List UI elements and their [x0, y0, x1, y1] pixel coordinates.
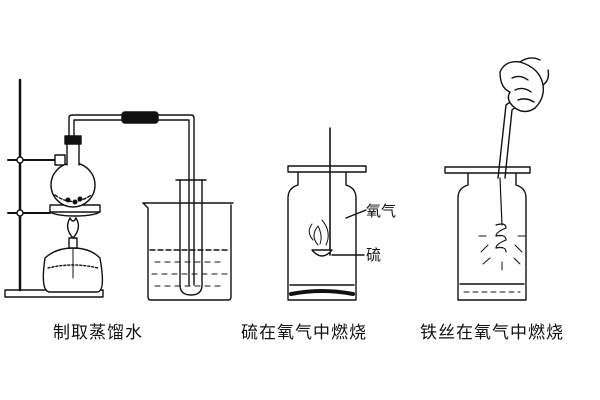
- cold-water-beaker: [142, 202, 234, 301]
- iron-wire-burning-caption: 铁丝在氧气中燃烧: [420, 323, 564, 343]
- oxygen-pointer: [345, 209, 367, 219]
- crucible-tongs: [497, 97, 517, 179]
- rubber-connector: [121, 111, 159, 124]
- sparks: [478, 235, 526, 271]
- sulfur-label: 硫: [366, 246, 382, 264]
- upper-clamp: [7, 154, 66, 166]
- distillation-apparatus: [4, 78, 234, 301]
- iron-wire-coil: [495, 177, 507, 253]
- distillation-caption: 制取蒸馏水: [53, 323, 143, 343]
- glass-plate: [287, 165, 367, 173]
- hand-holding-tongs: [499, 57, 550, 113]
- collection-tube: [179, 179, 203, 296]
- gas-jar-2: [457, 172, 527, 301]
- iron-wire-jar-apparatus: [444, 57, 550, 301]
- combustion-spoon: [311, 249, 333, 257]
- sulfur-burning-caption: 硫在氧气中燃烧: [241, 323, 367, 343]
- gas-jar: [287, 171, 357, 301]
- oxygen-label: 氧气: [366, 202, 397, 220]
- glass-plate-2: [444, 166, 531, 174]
- alcohol-lamp: [42, 217, 104, 293]
- sulfur-jar-apparatus: [287, 127, 367, 301]
- round-flask: [50, 135, 96, 208]
